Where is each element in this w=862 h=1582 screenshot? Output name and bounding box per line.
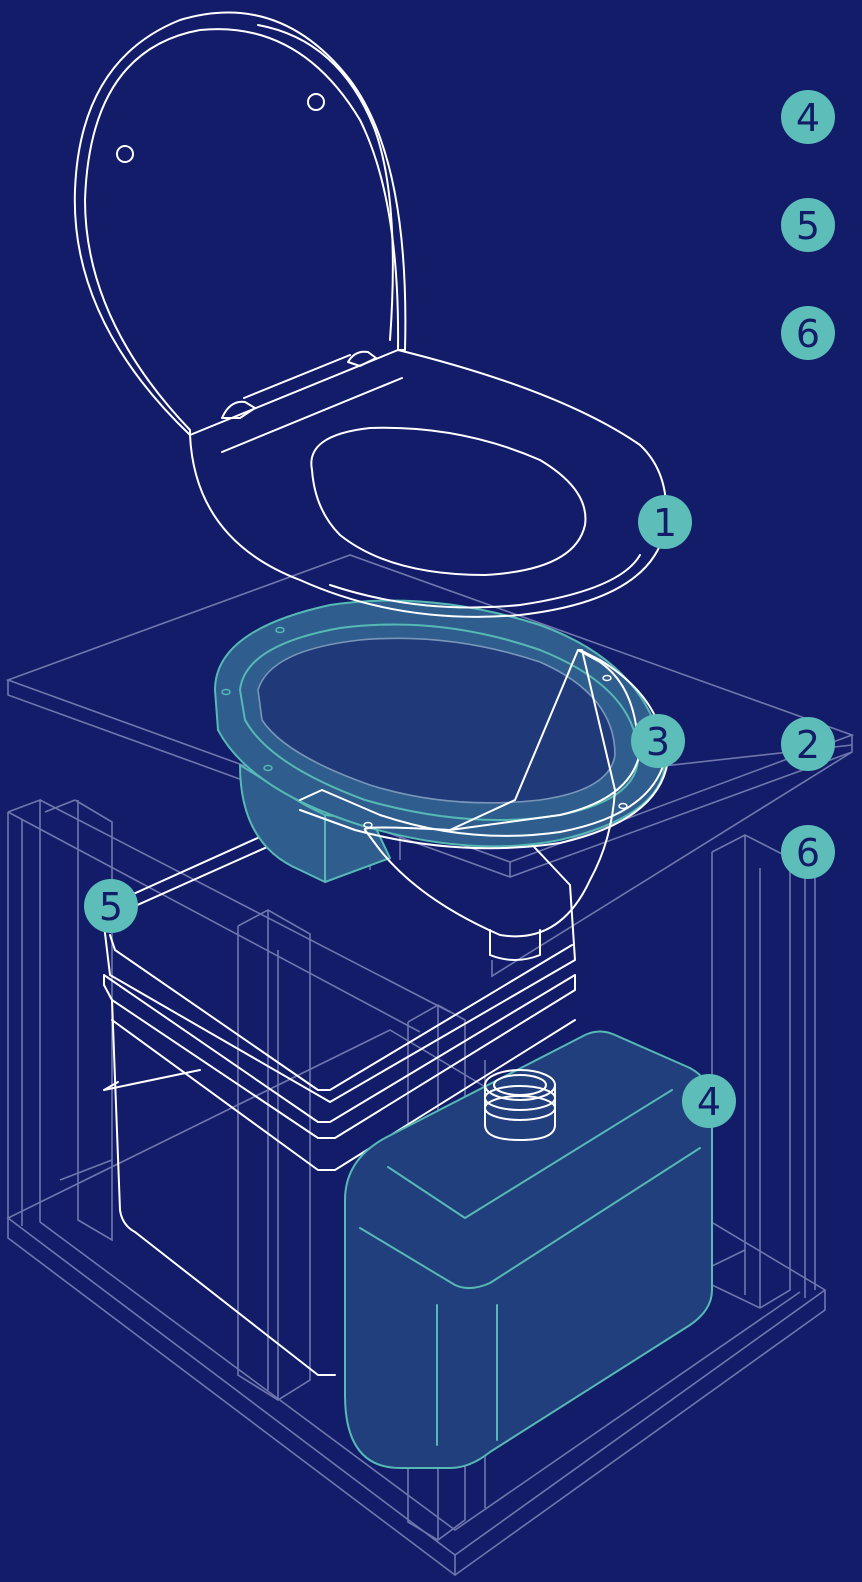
frame-post-left-c	[8, 800, 40, 1222]
seat-lid	[75, 13, 406, 436]
seat-hinge-line	[222, 378, 402, 452]
toilet-seat	[75, 13, 666, 617]
badge-label: 2	[796, 723, 820, 767]
part-badge-4: 4	[781, 90, 835, 144]
seat-opening	[311, 428, 585, 575]
bucket-lid-edge	[120, 836, 262, 900]
lid-bumper-left	[117, 146, 133, 162]
frame-post-middle	[238, 910, 310, 1400]
urine-diverter	[215, 601, 668, 961]
badge-label: 5	[796, 204, 820, 248]
part-badge-5: 5	[84, 879, 138, 933]
badge-label: 4	[697, 1080, 721, 1124]
part-badge-1: 1	[638, 495, 692, 549]
frame-post-inner-left	[75, 800, 112, 1240]
lid-bumper-right	[308, 94, 324, 110]
seat-lid-edge	[258, 25, 393, 340]
part-badge-3: 3	[631, 714, 685, 768]
part-badge-6: 6	[781, 306, 835, 360]
badge-label: 1	[653, 501, 677, 545]
badge-label: 6	[796, 312, 820, 356]
part-badge-2: 2	[781, 717, 835, 771]
part-badge-6: 6	[781, 825, 835, 879]
frame-post-right-outer	[790, 845, 815, 1290]
frame-post-right	[712, 835, 790, 1308]
badge-label: 3	[646, 720, 670, 764]
part-badge-4: 4	[682, 1074, 736, 1128]
bucket-handle	[104, 1070, 200, 1090]
part-badge-5: 5	[781, 198, 835, 252]
badge-label: 4	[796, 96, 820, 140]
badge-label: 5	[99, 885, 123, 929]
badge-label: 6	[796, 831, 820, 875]
